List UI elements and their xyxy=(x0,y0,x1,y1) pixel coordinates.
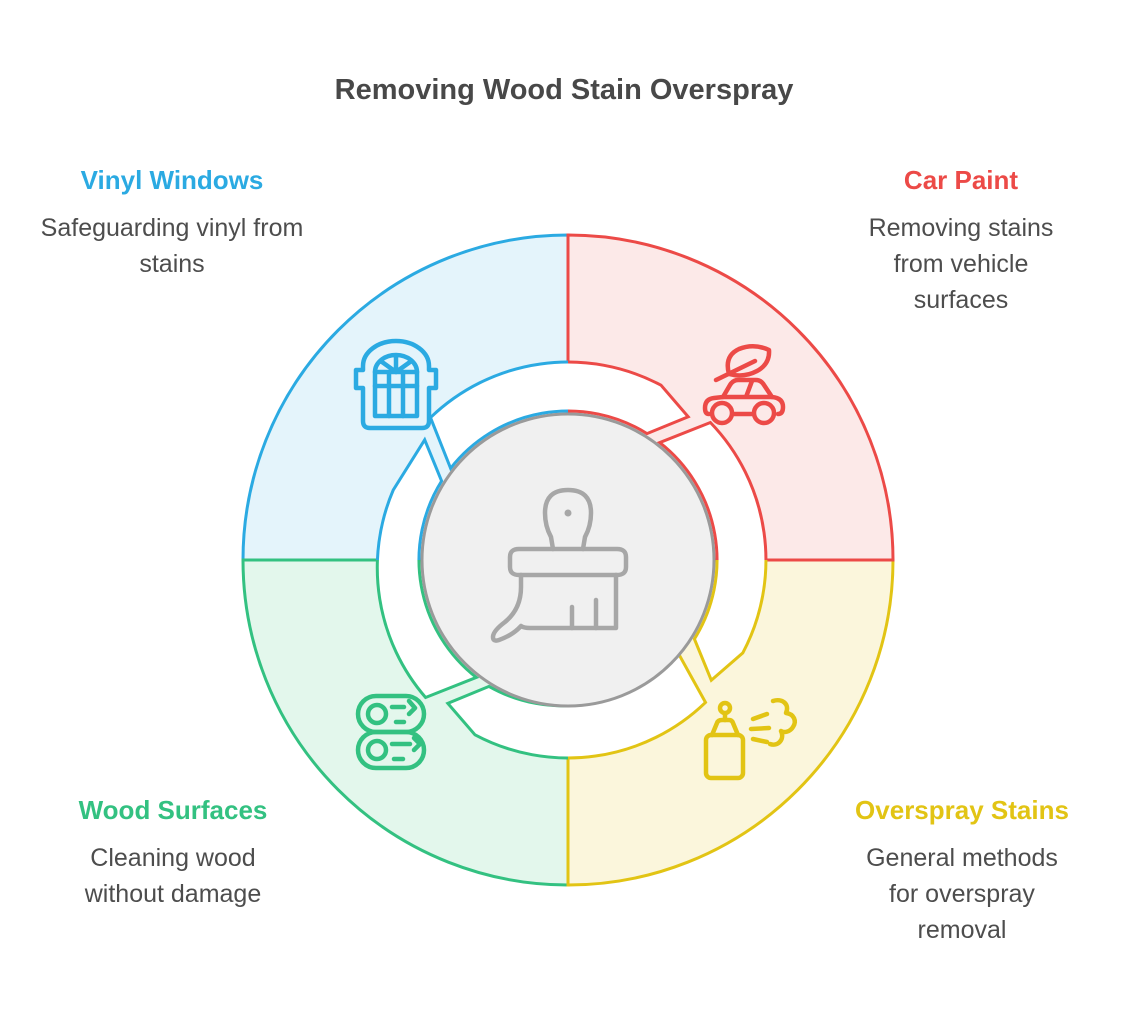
section-label: Car Paint xyxy=(903,165,1019,195)
arched-window-icon xyxy=(353,338,439,431)
section-description: Removing stains from vehicle surfaces xyxy=(868,214,1054,314)
section-label: Overspray Stains xyxy=(855,795,1069,825)
section-label: Wood Surfaces xyxy=(78,795,268,825)
section-vinyl-windows: Vinyl Windows Safeguarding vinyl from st… xyxy=(37,165,307,282)
paint-brush-icon xyxy=(490,487,629,643)
cycle-arrow-left xyxy=(375,436,480,700)
section-label: Vinyl Windows xyxy=(80,165,264,195)
section-overspray-stains: Overspray Stains General methods for ove… xyxy=(851,795,1073,948)
page-title: Removing Wood Stain Overspray xyxy=(334,74,794,106)
section-wood-surfaces: Wood Surfaces Cleaning wood without dama… xyxy=(63,795,283,912)
eco-car-icon xyxy=(702,344,786,426)
section-description: Safeguarding vinyl from stains xyxy=(40,214,304,278)
spray-can-icon xyxy=(703,698,797,781)
wood-logs-icon xyxy=(355,693,427,771)
section-car-paint: Car Paint Removing stains from vehicle s… xyxy=(848,165,1074,318)
section-description: Cleaning wood without damage xyxy=(84,844,262,908)
cycle-arrow-right xyxy=(656,420,768,683)
center-circle xyxy=(420,412,716,708)
section-description: General methods for overspray removal xyxy=(866,844,1058,944)
cycle-arrow-top xyxy=(428,360,691,472)
